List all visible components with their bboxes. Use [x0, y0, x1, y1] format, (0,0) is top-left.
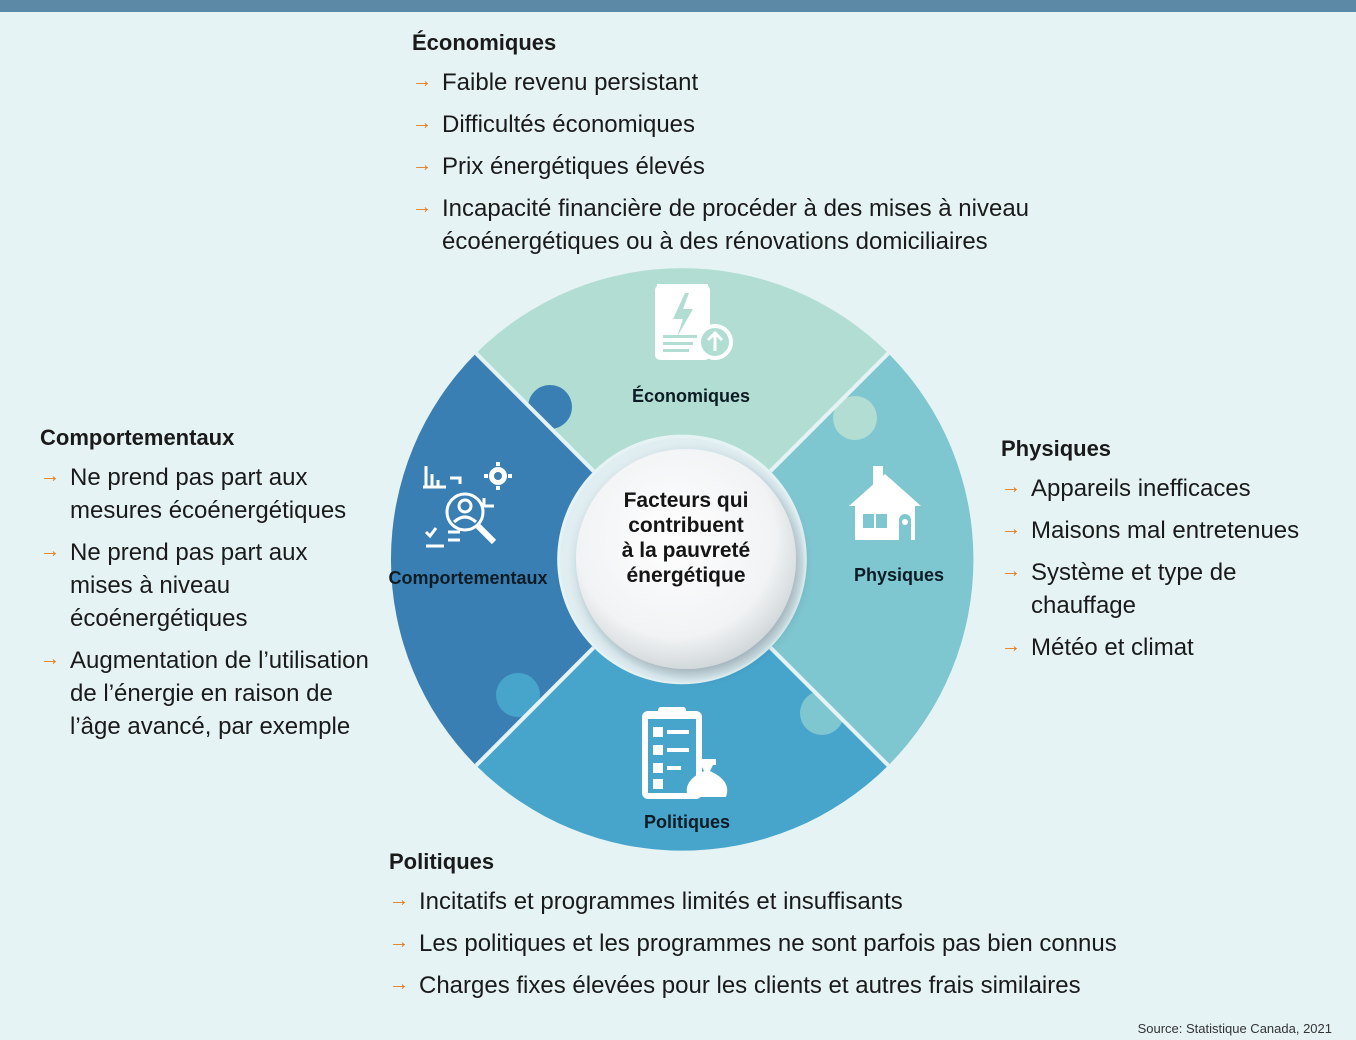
analysis-icon [423, 462, 512, 548]
segment-label-physiques: Physiques [854, 565, 944, 585]
arrow-icon: → [389, 889, 409, 911]
arrow-icon: → [389, 931, 409, 953]
source-note: Source: Statistique Canada, 2021 [1137, 1021, 1332, 1036]
segment-comportementaux [390, 353, 594, 766]
list-item: →Prix énergétiques élevés [412, 150, 1172, 183]
arrow-icon: → [412, 154, 432, 176]
list-item: →Charges fixes élevées pour les clients … [389, 969, 1289, 1002]
policy-clipboard-icon [642, 707, 728, 799]
puzzle-knob-bottom [496, 673, 540, 717]
list-item: →Difficultés économiques [412, 108, 1172, 141]
energy-bill-icon [655, 284, 733, 360]
physiques-block: Physiques →Appareils inefficaces →Maison… [1001, 436, 1346, 673]
physiques-list: →Appareils inefficaces →Maisons mal entr… [1001, 472, 1346, 664]
segment-separators [474, 351, 890, 767]
arrow-icon: → [412, 112, 432, 134]
arrow-icon: → [1001, 476, 1021, 498]
list-item: →Ne prend pas part aux mises à niveau éc… [40, 536, 320, 635]
comportementaux-title: Comportementaux [40, 425, 235, 450]
segment-physiques [770, 353, 974, 766]
list-item: →Maisons mal entretenues [1001, 514, 1346, 547]
arrow-icon: → [40, 540, 60, 562]
list-item: →Augmentation de l’utilisation de l’éner… [40, 644, 380, 743]
list-item: →Incapacité financière de procéder à des… [412, 192, 1132, 258]
politiques-block: Politiques →Incitatifs et programmes lim… [389, 849, 1289, 1011]
politiques-list: →Incitatifs et programmes limités et ins… [389, 885, 1289, 1002]
top-bar [0, 0, 1356, 12]
list-item: →Ne prend pas part aux mesures écoénergé… [40, 461, 370, 527]
arrow-icon: → [412, 196, 432, 218]
segment-label-economiques: Économiques [632, 385, 750, 406]
list-item: →Les politiques et les programmes ne son… [389, 927, 1289, 960]
arrow-icon: → [1001, 518, 1021, 540]
arrow-icon: → [389, 973, 409, 995]
center-title: Facteurs qui contribuent à la pauvreté é… [621, 489, 751, 587]
puzzle-knob-right [800, 691, 844, 735]
list-item: →Système et type de chauffage [1001, 556, 1271, 622]
comportementaux-block: Comportementaux →Ne prend pas part aux m… [40, 425, 390, 752]
segment-economiques [476, 268, 889, 472]
economiques-block: Économiques →Faible revenu persistant →D… [412, 30, 1172, 267]
puzzle-knob-top [833, 396, 877, 440]
physiques-title: Physiques [1001, 436, 1112, 461]
comportementaux-list: →Ne prend pas part aux mesures écoénergé… [40, 461, 390, 743]
politiques-title: Politiques [389, 849, 495, 874]
list-item: →Appareils inefficaces [1001, 472, 1346, 505]
economiques-title: Économiques [412, 30, 557, 55]
arrow-icon: → [1001, 635, 1021, 657]
list-item: →Incitatifs et programmes limités et ins… [389, 885, 1289, 918]
arrow-icon: → [40, 465, 60, 487]
list-item: →Météo et climat [1001, 631, 1346, 664]
economiques-list: →Faible revenu persistant →Difficultés é… [412, 66, 1172, 258]
arrow-icon: → [1001, 560, 1021, 582]
list-item: →Faible revenu persistant [412, 66, 1172, 99]
house-icon [849, 466, 921, 540]
arrow-icon: → [412, 70, 432, 92]
arrow-icon: → [40, 648, 60, 670]
segment-label-comportementaux: Comportementaux [388, 568, 547, 588]
center-disc [576, 449, 796, 669]
puzzle-knob-left [528, 385, 572, 429]
segment-label-politiques: Politiques [644, 812, 730, 832]
